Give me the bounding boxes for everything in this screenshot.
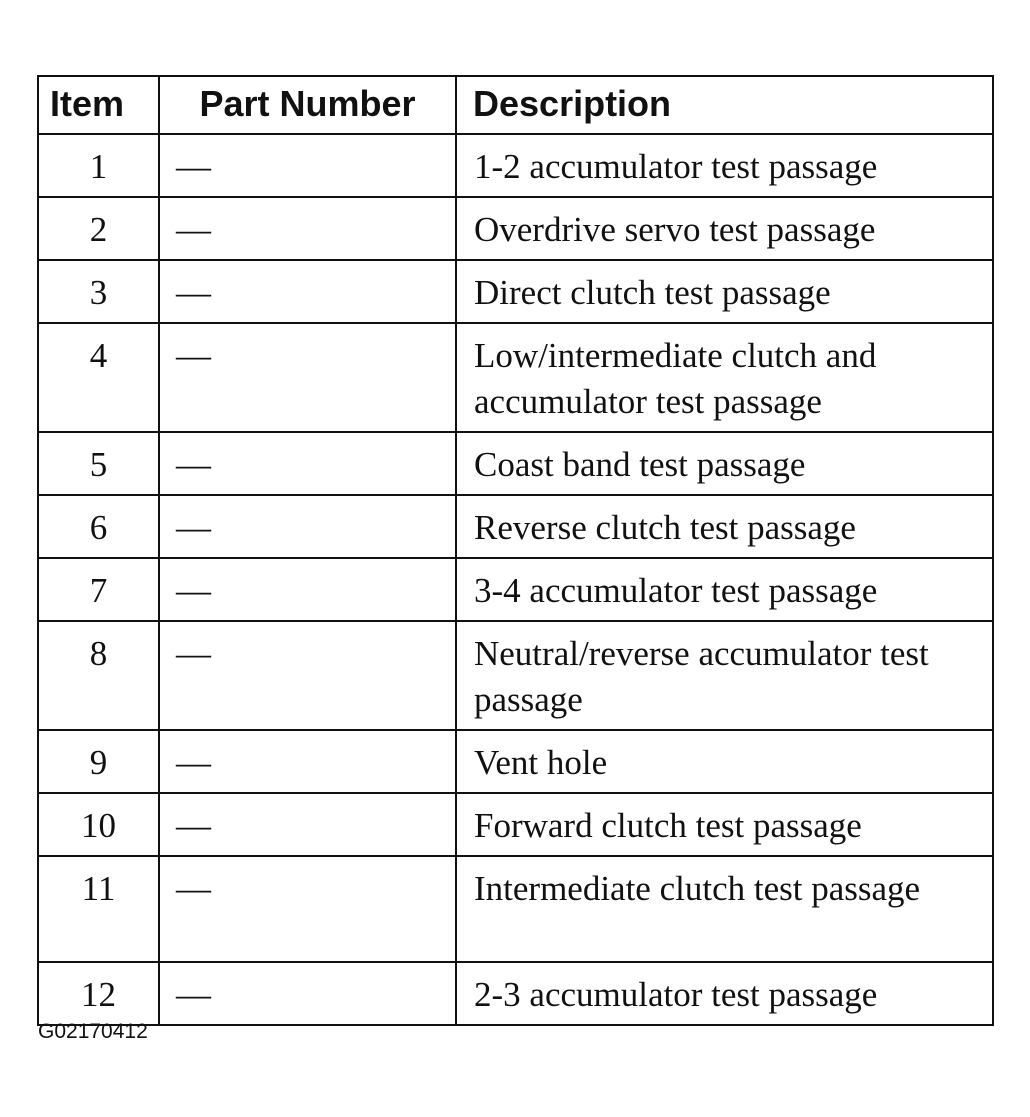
item-cell: 3 — [37, 259, 160, 324]
part-number-cell: — — [158, 557, 457, 622]
item-cell: 8 — [37, 620, 160, 731]
part-number-cell: — — [158, 259, 457, 324]
part-number-cell: — — [158, 133, 457, 198]
table-row: 11 — Intermediate clutch test passage — [37, 855, 994, 963]
description-cell: Overdrive servo test passage — [455, 196, 994, 261]
description-cell: Vent hole — [455, 729, 994, 794]
part-number-cell: — — [158, 494, 457, 559]
table-row: 12 — 2-3 accumulator test passage — [37, 961, 994, 1026]
part-number-cell: — — [158, 322, 457, 433]
item-cell: 1 — [37, 133, 160, 198]
table-row: 10 — Forward clutch test passage — [37, 792, 994, 857]
figure-id-label: G02170412 — [38, 1020, 148, 1043]
part-number-cell: — — [158, 961, 457, 1026]
header-row: Item Part Number Description — [37, 75, 994, 135]
table-row: 1 — 1-2 accumulator test passage — [37, 133, 994, 198]
header-item: Item — [37, 75, 160, 135]
description-cell: 3-4 accumulator test passage — [455, 557, 994, 622]
table-row: 9 — Vent hole — [37, 729, 994, 794]
table-row: 3 — Direct clutch test passage — [37, 259, 994, 324]
item-cell: 5 — [37, 431, 160, 496]
description-cell: Coast band test passage — [455, 431, 994, 496]
item-cell: 7 — [37, 557, 160, 622]
item-cell: 6 — [37, 494, 160, 559]
header-part-number: Part Number — [158, 75, 457, 135]
item-cell: 4 — [37, 322, 160, 433]
description-cell: 2-3 accumulator test passage — [455, 961, 994, 1026]
item-cell: 2 — [37, 196, 160, 261]
description-cell: Forward clutch test passage — [455, 792, 994, 857]
header-description: Description — [455, 75, 994, 135]
description-cell: Neutral/reverse accumulator test passage — [455, 620, 994, 731]
part-number-cell: — — [158, 729, 457, 794]
part-number-cell: — — [158, 196, 457, 261]
description-cell: 1-2 accumulator test passage — [455, 133, 994, 198]
part-number-cell: — — [158, 792, 457, 857]
description-cell: Direct clutch test passage — [455, 259, 994, 324]
item-cell: 10 — [37, 792, 160, 857]
part-number-cell: — — [158, 855, 457, 963]
table-header: Item Part Number Description — [37, 75, 994, 135]
table-row: 4 — Low/intermediate clutch and accumula… — [37, 322, 994, 433]
table-row: 8 — Neutral/reverse accumulator test pas… — [37, 620, 994, 731]
table-row: 7 — 3-4 accumulator test passage — [37, 557, 994, 622]
item-cell: 9 — [37, 729, 160, 794]
table-row: 5 — Coast band test passage — [37, 431, 994, 496]
table-row: 6 — Reverse clutch test passage — [37, 494, 994, 559]
part-number-cell: — — [158, 431, 457, 496]
table-body: 1 — 1-2 accumulator test passage 2 — Ove… — [37, 133, 994, 1026]
description-cell: Intermediate clutch test passage — [455, 855, 994, 963]
item-cell: 12 — [37, 961, 160, 1026]
table-row: 2 — Overdrive servo test passage — [37, 196, 994, 261]
parts-table: Item Part Number Description 1 — 1-2 acc… — [37, 75, 994, 1026]
item-cell: 11 — [37, 855, 160, 963]
part-number-cell: — — [158, 620, 457, 731]
description-cell: Low/intermediate clutch and accumulator … — [455, 322, 994, 433]
description-cell: Reverse clutch test passage — [455, 494, 994, 559]
